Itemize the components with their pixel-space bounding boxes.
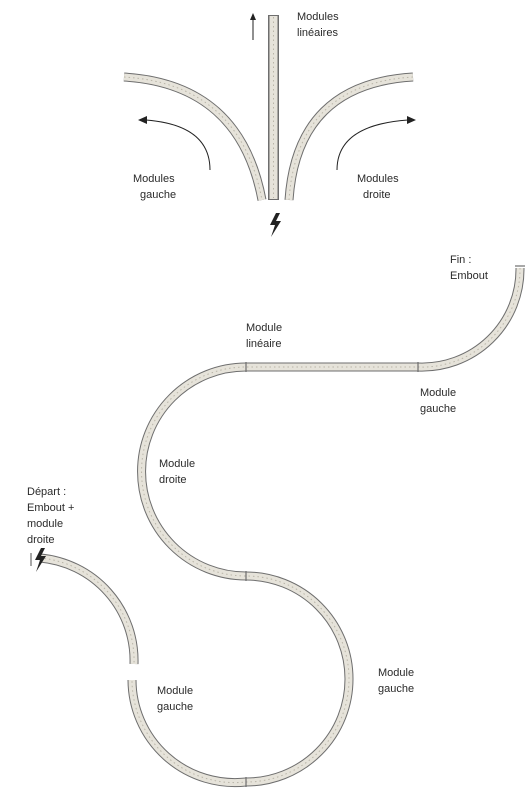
start-label-3: module — [27, 518, 63, 530]
track-assembly: Fin : Embout Module linéaire Module gauc… — [27, 254, 525, 788]
curved-arrow-left-icon — [138, 116, 211, 171]
end-label-1: Fin : — [450, 254, 471, 266]
track-linear-label-1: Module — [246, 322, 282, 334]
lightning-bolt-icon — [35, 548, 46, 572]
start-label-1: Départ : — [27, 486, 66, 498]
arrow-up-icon — [250, 13, 256, 40]
track-linear-label-2: linéaire — [246, 338, 281, 350]
linear-module — [268, 15, 279, 200]
start-label-2: Embout + — [27, 502, 74, 514]
left-curved-module — [123, 72, 267, 201]
lightning-bolt-icon — [270, 213, 281, 237]
start-track — [39, 553, 139, 665]
track-left-small-label-2: gauche — [157, 701, 193, 713]
curved-arrow-right-icon — [336, 116, 416, 171]
top-module-types: Modules linéaires Modules gauche Modules… — [123, 11, 416, 237]
top-right-label-2: droite — [363, 189, 391, 201]
track-left-bottom-label-2: gauche — [378, 683, 414, 695]
track-right-mid-label-1: Module — [159, 458, 195, 470]
track-left-bottom-label-1: Module — [378, 667, 414, 679]
end-label-2: Embout — [450, 270, 488, 282]
track-left-top-label-2: gauche — [420, 403, 456, 415]
track-left-small-label-1: Module — [157, 685, 193, 697]
top-linear-label-1: Modules — [297, 11, 339, 23]
top-right-label-1: Modules — [357, 173, 399, 185]
track-right-mid-label-2: droite — [159, 474, 187, 486]
top-left-label-2: gauche — [140, 189, 176, 201]
track-left-top-label-1: Module — [420, 387, 456, 399]
top-left-label-1: Modules — [133, 173, 175, 185]
right-curved-module — [284, 72, 414, 201]
top-linear-label-2: linéaires — [297, 27, 338, 39]
start-label-4: droite — [27, 534, 55, 546]
